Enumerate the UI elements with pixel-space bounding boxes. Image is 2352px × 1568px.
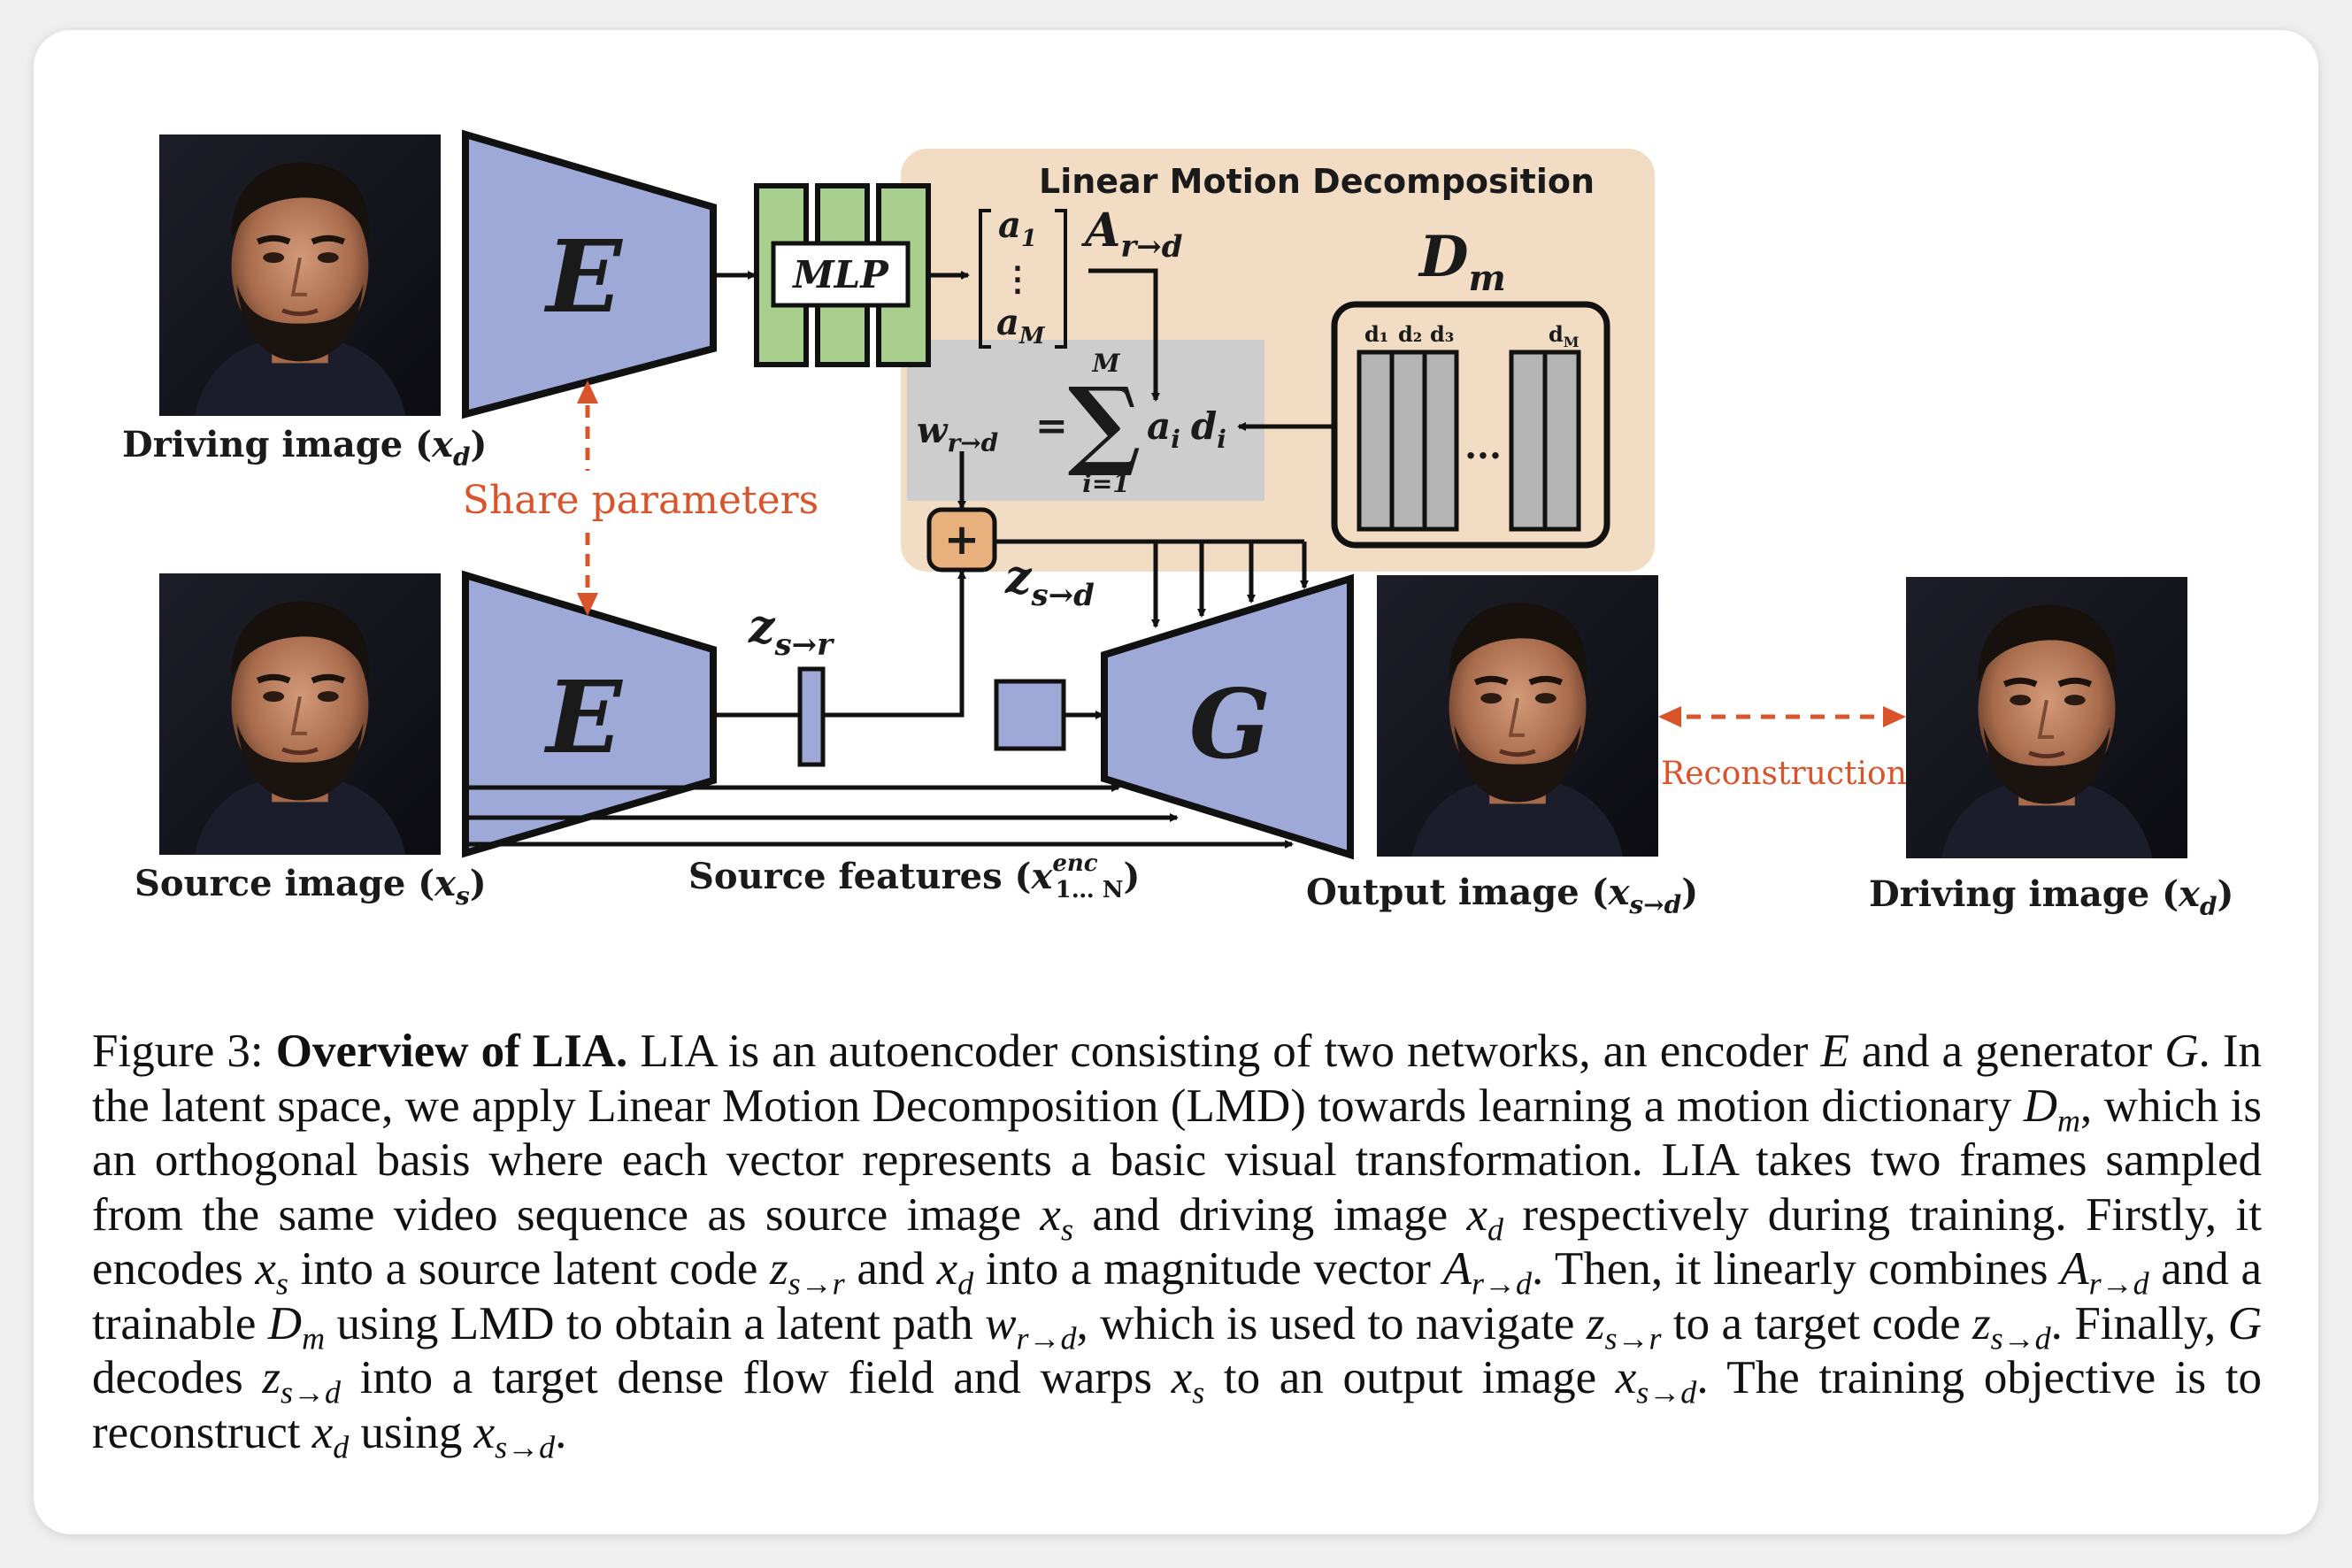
- plus-node: +: [926, 507, 997, 573]
- source-image: [159, 573, 441, 855]
- driving-image-top-label: Driving image (xd): [122, 424, 487, 472]
- svg-text:dM: dM: [1549, 321, 1580, 350]
- generator-label: G: [1189, 669, 1271, 780]
- sum-box: [907, 340, 1264, 501]
- A-label: Ar→d: [1080, 204, 1183, 265]
- svg-text:d₃: d₃: [1430, 321, 1454, 347]
- svg-text:aM: aM: [996, 302, 1046, 350]
- caption-title: Overview of LIA.: [275, 1026, 628, 1077]
- svg-text:∑: ∑: [1068, 365, 1141, 480]
- lia-overview-diagram: Linear Motion Decomposition E E G MLP a1…: [122, 129, 2233, 921]
- output-image-label: Output image (xs→d): [1306, 872, 1698, 919]
- lmd-title: Linear Motion Decomposition: [1039, 162, 1595, 201]
- encoder-bottom-label: E: [543, 660, 623, 776]
- driving-image-right-label: Driving image (xd): [1869, 873, 2233, 921]
- reconstruction-label: Reconstruction: [1661, 756, 1907, 792]
- driving-image-right: [1906, 577, 2187, 858]
- dictionary-columns: ... d₁ d₂ d₃ dM: [1357, 321, 1581, 532]
- figure-caption: Figure 3: Overview of LIA. LIA is an aut…: [92, 1026, 2263, 1465]
- mlp-label: MLP: [791, 253, 889, 296]
- svg-text:a1: a1: [998, 204, 1037, 252]
- z-sr-code: [797, 666, 826, 767]
- svg-text:=: =: [1035, 404, 1068, 449]
- generator: [1101, 573, 1354, 860]
- svg-text:d₂: d₂: [1398, 321, 1422, 347]
- Dm-label: Dm: [1418, 224, 1506, 299]
- figure-number: Figure 3:: [92, 1026, 264, 1077]
- svg-text:M: M: [1092, 349, 1121, 378]
- mlp-block: MLP: [754, 183, 931, 367]
- magnitude-vector: a1 ⋮ aM: [979, 204, 1067, 350]
- encoder-top-label: E: [543, 219, 623, 335]
- z-sr-label: zs→r: [748, 600, 834, 663]
- driving-image-top: [159, 135, 441, 416]
- svg-text:wr→d: wr→d: [917, 410, 998, 457]
- z-sd-code: [994, 679, 1066, 751]
- svg-text:+: +: [944, 515, 980, 565]
- svg-text:...: ...: [1464, 426, 1502, 467]
- encoder-bottom: [462, 570, 717, 858]
- z-sd-label: zs→d: [1004, 550, 1095, 613]
- output-image: [1377, 575, 1658, 857]
- encoder-top: [462, 129, 717, 419]
- source-image-label: Source image (xs): [135, 863, 487, 911]
- svg-text:d₁: d₁: [1364, 321, 1388, 347]
- svg-text:i=1: i=1: [1082, 469, 1130, 498]
- svg-text:⋮: ⋮: [1001, 258, 1034, 298]
- share-parameters-label: Share parameters: [463, 478, 819, 523]
